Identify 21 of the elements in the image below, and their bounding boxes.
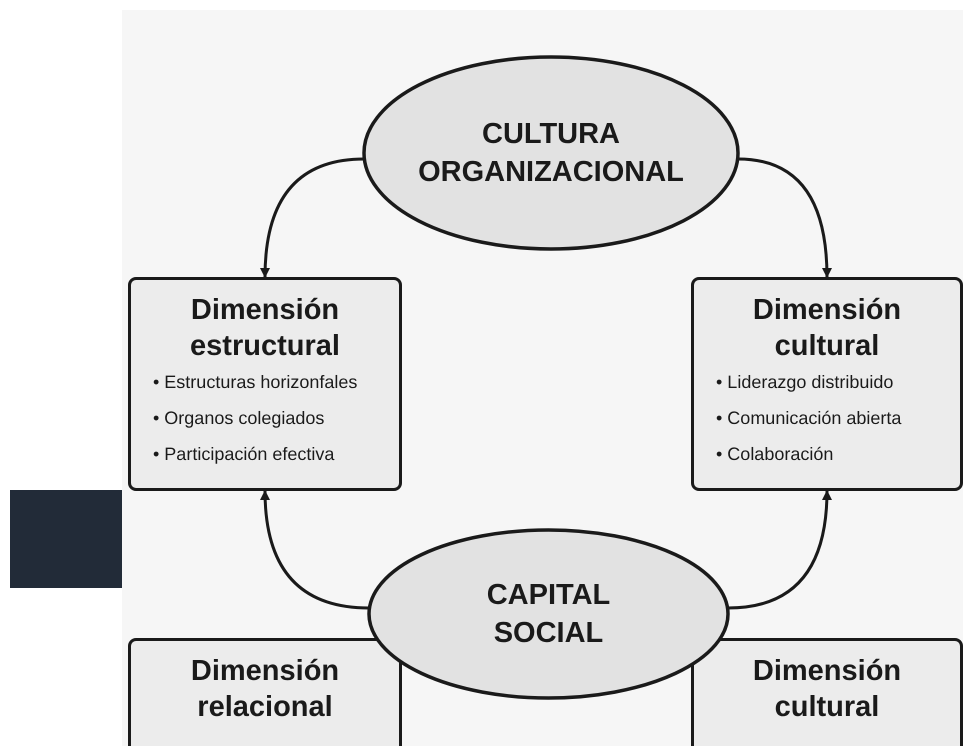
dark-square xyxy=(10,490,122,588)
bullet-item: • Estructuras horizonfales xyxy=(153,372,358,392)
bullet-item: • Organos colegiados xyxy=(153,408,324,428)
box-heading: Dimensión relacional xyxy=(190,654,340,725)
curved-arrow xyxy=(728,490,832,610)
curved-arrow xyxy=(260,490,370,610)
node-title: CAPITAL SOCIAL xyxy=(486,578,612,651)
dimension-box xyxy=(691,277,963,491)
dimension-box xyxy=(691,638,963,746)
box-heading: Dimensión cultural xyxy=(752,293,902,364)
bullet-item: • Colaboración xyxy=(716,444,834,464)
dimension-box xyxy=(128,277,402,491)
box-heading: Dimensión cultural xyxy=(752,654,902,725)
bullet-item: • Participación efectiva xyxy=(153,444,334,464)
curved-arrow xyxy=(260,158,364,278)
node-title: CULTURA ORGANIZACIONAL xyxy=(417,117,685,190)
bullet-item: • Comunicación abierta xyxy=(716,408,902,428)
box-heading: Dimensión estructural xyxy=(189,293,341,364)
dimension-box xyxy=(128,638,402,746)
bullet-item: • Liderazgo distribuido xyxy=(716,372,894,392)
curved-arrow xyxy=(738,158,832,278)
